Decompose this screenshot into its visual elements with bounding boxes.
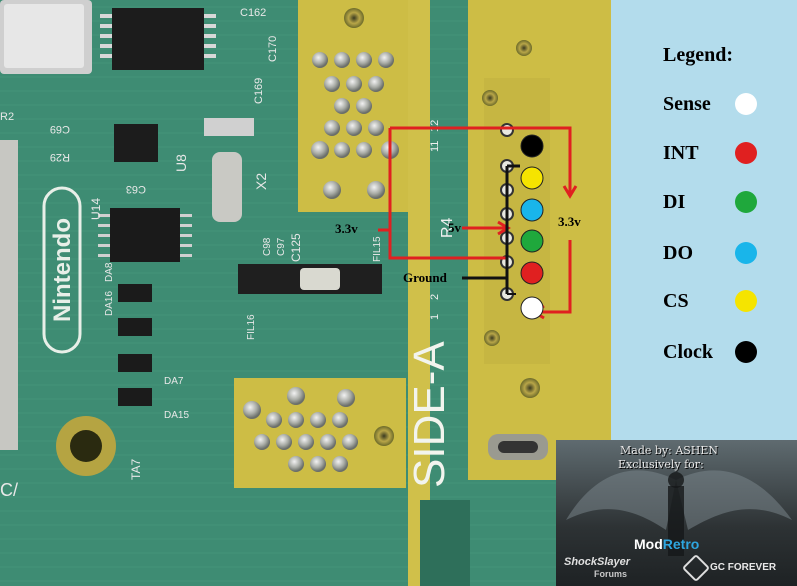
angel-wings-graphic (566, 470, 792, 556)
silk-ref-r2: R2 (0, 111, 14, 123)
connector-color-dots (520, 134, 544, 320)
silk-ref-c170: C170 (267, 36, 279, 62)
board-edge (420, 500, 470, 586)
silk-ref-c162: C162 (240, 7, 266, 19)
legend-dot-white (735, 93, 757, 115)
legend-label: DI (663, 190, 686, 213)
chip-u8 (114, 124, 158, 162)
silk-ref-c98: C98 (262, 237, 273, 256)
legend-item-di: DI (663, 189, 757, 215)
silk-ref-da16: DA16 (104, 291, 115, 316)
legend-label: CS (663, 289, 689, 312)
legend-dot-yellow (735, 290, 757, 312)
legend-item-cs: CS (663, 288, 757, 314)
silk-ref-da15: DA15 (164, 410, 189, 421)
legend-title: Legend: (663, 44, 733, 66)
pin-num-2: 2 (429, 294, 441, 300)
silk-ref-r29: R29 (50, 151, 70, 163)
pin-num-11: 11 (429, 141, 441, 152)
nintendo-logo-text: Nintendo (49, 218, 76, 322)
side-a-label: SIDE-A (405, 341, 454, 488)
wire-ground (462, 164, 520, 294)
modretro-retro: Retro (662, 536, 700, 552)
label-ground: Ground (403, 270, 448, 285)
silk-ref-u8: U8 (173, 154, 189, 172)
label-5v: 5v (448, 220, 462, 235)
connector-dot-green (520, 229, 544, 253)
chip-u14 (98, 208, 192, 262)
silk-ref-c-corner: C/ (0, 480, 18, 500)
gcforever-logo: GC FOREVER (710, 562, 777, 573)
via-holes (56, 40, 548, 476)
connector-dot-black (520, 134, 544, 158)
label-3v3-left: 3.3v (335, 221, 358, 236)
crystal-x2 (212, 152, 242, 222)
legend-item-clock: Clock (663, 339, 757, 365)
legend-item-sense: Sense (663, 91, 757, 117)
silk-ref-da8: DA8 (104, 262, 115, 282)
silk-ref-fil15: FIL15 (372, 236, 383, 262)
legend-item-int: INT (663, 140, 757, 166)
legend-label: INT (663, 141, 699, 164)
gold-strip-right (408, 0, 430, 586)
silk-ref-r4: R4 (439, 217, 456, 238)
credit-exclusive: Exclusively for: (618, 458, 704, 471)
nintendo-logo: Nintendo (42, 186, 82, 354)
label-3v3-right: 3.3v (558, 214, 581, 229)
silk-ref-da7: DA7 (164, 376, 184, 387)
diode-pads (118, 284, 152, 406)
legend-dot-red (735, 142, 757, 164)
left-edge-connector (0, 140, 18, 450)
chip-top (100, 8, 216, 70)
pin-num-12: 12 (429, 120, 441, 132)
connector-dot-red (520, 261, 544, 285)
silk-ref-c97: C97 (276, 237, 287, 256)
wire-3v3-left (378, 126, 507, 260)
credit-banner: Made by: ASHEN Exclusively for: ModRetro… (556, 440, 797, 586)
modretro-mod: Mod (634, 536, 663, 552)
pad-cluster-bottom (243, 387, 394, 472)
silk-ref-ta7: TA7 (129, 459, 143, 480)
connector-dot-blue (520, 198, 544, 222)
silk-ref-c169: C169 (253, 78, 265, 104)
legend-label: Clock (663, 340, 713, 363)
legend-dot-green (735, 191, 757, 213)
shockslayer-logo: ShockSlayer (564, 556, 631, 568)
silk-ref-c63: C63 (126, 183, 146, 195)
legend-label: Sense (663, 92, 711, 115)
silk-ref-fil16: FIL16 (246, 314, 257, 340)
legend-dot-black (735, 341, 757, 363)
silk-ref-x2: X2 (253, 173, 269, 190)
connector-dot-white (520, 296, 544, 320)
pin-num-1: 1 (429, 314, 441, 320)
legend-label: DO (663, 241, 693, 264)
silk-ref-u14: U14 (89, 198, 103, 220)
silk-ref-c69: C69 (50, 123, 70, 135)
modretro-logo: ModRetro (634, 536, 699, 552)
shockslayer-forums: Forums (594, 569, 628, 579)
connector-dot-yellow (520, 166, 544, 190)
silk-ref-c125: C125 (289, 233, 303, 262)
gold-pad-area-top (298, 0, 410, 212)
legend-item-do: DO (663, 240, 757, 266)
legend-dot-blue (735, 242, 757, 264)
credit-made-by: Made by: ASHEN (620, 444, 719, 457)
legend-panel: Legend: Sense INT DI DO CS Clock (611, 0, 797, 440)
circuit-board-photo: Nintendo SIDE-A C162 C69 R29 U8 C63 U14 … (0, 0, 611, 586)
